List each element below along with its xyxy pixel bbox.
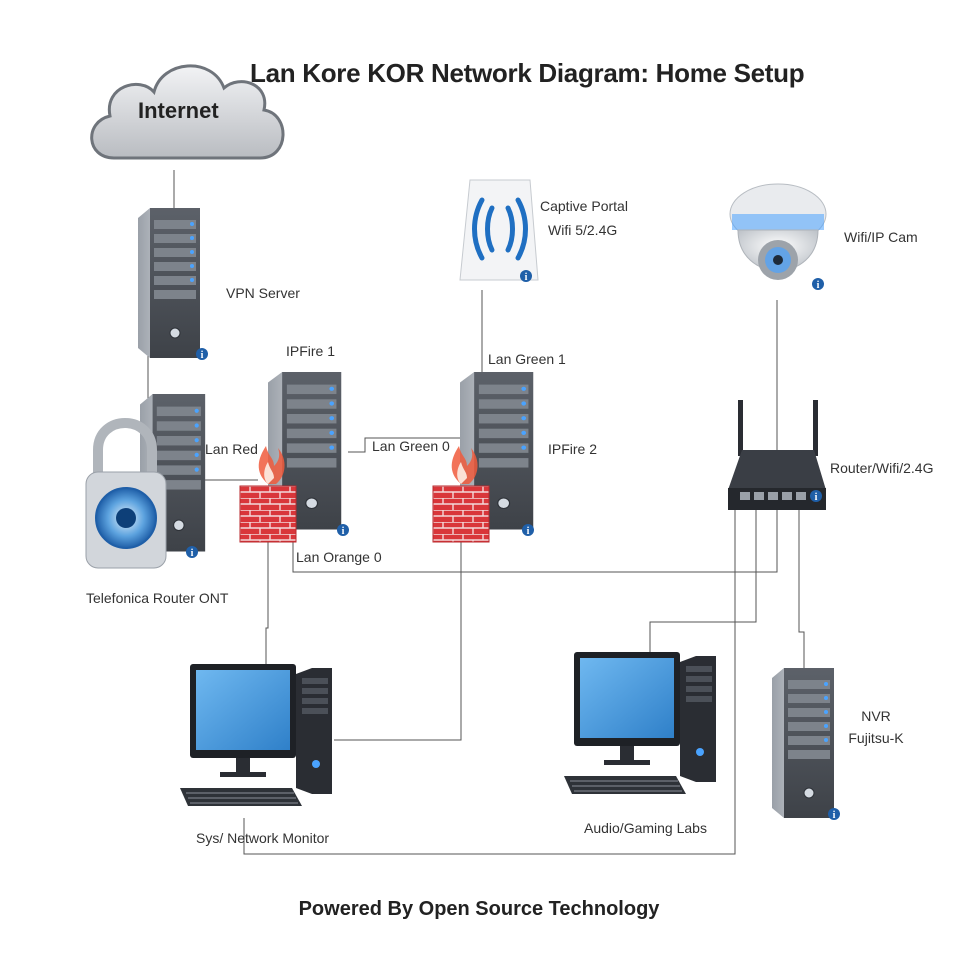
captive-portal-label: Captive Portal <box>540 198 628 214</box>
nvr-label: NVR <box>861 708 891 724</box>
link-router-monitor <box>243 500 736 855</box>
link-router-gaming <box>649 500 757 652</box>
link-lan-orange0 <box>292 500 778 573</box>
lan-green0-label: Lan Green 0 <box>372 438 450 454</box>
desktop-computer-icon <box>179 663 333 807</box>
lan-red-label: Lan Red <box>205 441 258 457</box>
link-ipfire2-monitor <box>334 540 462 741</box>
cloud-icon <box>90 64 285 160</box>
ipfire1-label: IPFire 1 <box>286 343 336 359</box>
nvr-model-label: Fujitsu-K <box>848 730 904 746</box>
server-tower-icon <box>771 667 840 821</box>
wireless-access-point-icon <box>459 179 539 283</box>
router-label: Router/Wifi/2.4G <box>830 460 934 476</box>
server-tower-icon <box>137 207 208 361</box>
gaming-labs-label: Audio/Gaming Labs <box>584 820 707 836</box>
footer-text: Powered By Open Source Technology <box>298 898 660 920</box>
captive-portal-band-label: Wifi 5/2.4G <box>548 222 618 238</box>
link-router-nvr <box>798 500 805 668</box>
vpn-server-label: VPN Server <box>226 285 300 301</box>
firewall-server-icon <box>432 371 534 543</box>
dome-camera-icon <box>729 183 827 291</box>
desktop-computer-icon <box>563 651 717 795</box>
internet-label: Internet <box>138 98 219 123</box>
ipfire2-label: IPFire 2 <box>548 441 598 457</box>
link-lan-green0 <box>348 437 460 453</box>
link-ipfire1-monitor <box>265 540 269 664</box>
telefonica-router-label: Telefonica Router ONT <box>86 590 229 606</box>
connection-lines <box>147 170 805 855</box>
padlock-server-icon <box>85 393 206 569</box>
lan-orange0-label: Lan Orange 0 <box>296 549 382 565</box>
network-monitor-label: Sys/ Network Monitor <box>196 830 330 846</box>
lan-green1-label: Lan Green 1 <box>488 351 566 367</box>
wifi-router-icon <box>728 400 826 510</box>
ip-cam-label: Wifi/IP Cam <box>844 229 918 245</box>
page-title: Lan Kore KOR Network Diagram: Home Setup <box>250 58 805 88</box>
